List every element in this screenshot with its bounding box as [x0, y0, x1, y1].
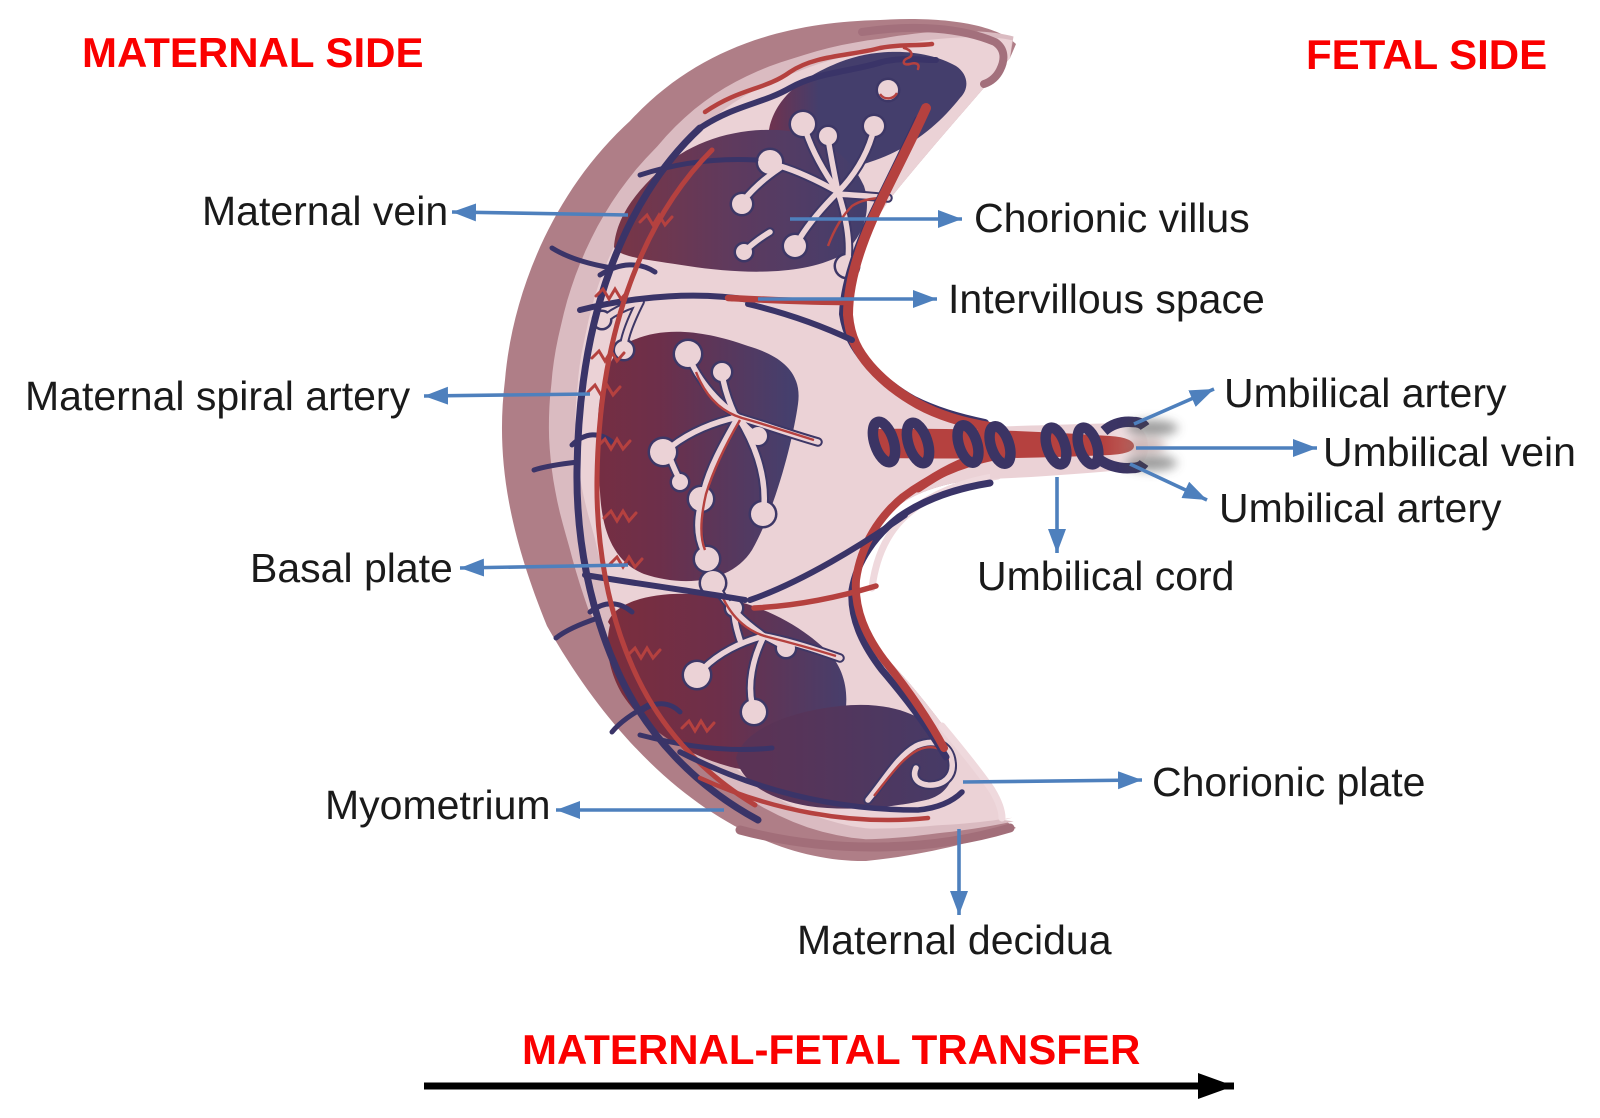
svg-text:Umbilical artery: Umbilical artery	[1219, 485, 1502, 531]
svg-text:Umbilical vein: Umbilical vein	[1323, 429, 1576, 475]
svg-text:Umbilical artery: Umbilical artery	[1224, 370, 1507, 416]
svg-text:Basal plate: Basal plate	[250, 545, 453, 591]
svg-text:MATERNAL-FETAL TRANSFER: MATERNAL-FETAL TRANSFER	[522, 1026, 1140, 1073]
svg-text:FETAL SIDE: FETAL SIDE	[1306, 31, 1547, 78]
svg-text:MATERNAL SIDE: MATERNAL SIDE	[82, 29, 423, 76]
svg-text:Chorionic plate: Chorionic plate	[1152, 759, 1426, 805]
svg-text:Myometrium: Myometrium	[325, 782, 551, 828]
svg-text:Chorionic villus: Chorionic villus	[974, 195, 1250, 241]
svg-text:Maternal spiral artery: Maternal spiral artery	[25, 373, 411, 419]
svg-text:Intervillous space: Intervillous space	[948, 276, 1265, 322]
svg-text:Maternal decidua: Maternal decidua	[797, 917, 1112, 963]
svg-text:Umbilical cord: Umbilical cord	[977, 553, 1234, 599]
svg-text:Maternal vein: Maternal vein	[202, 188, 448, 234]
